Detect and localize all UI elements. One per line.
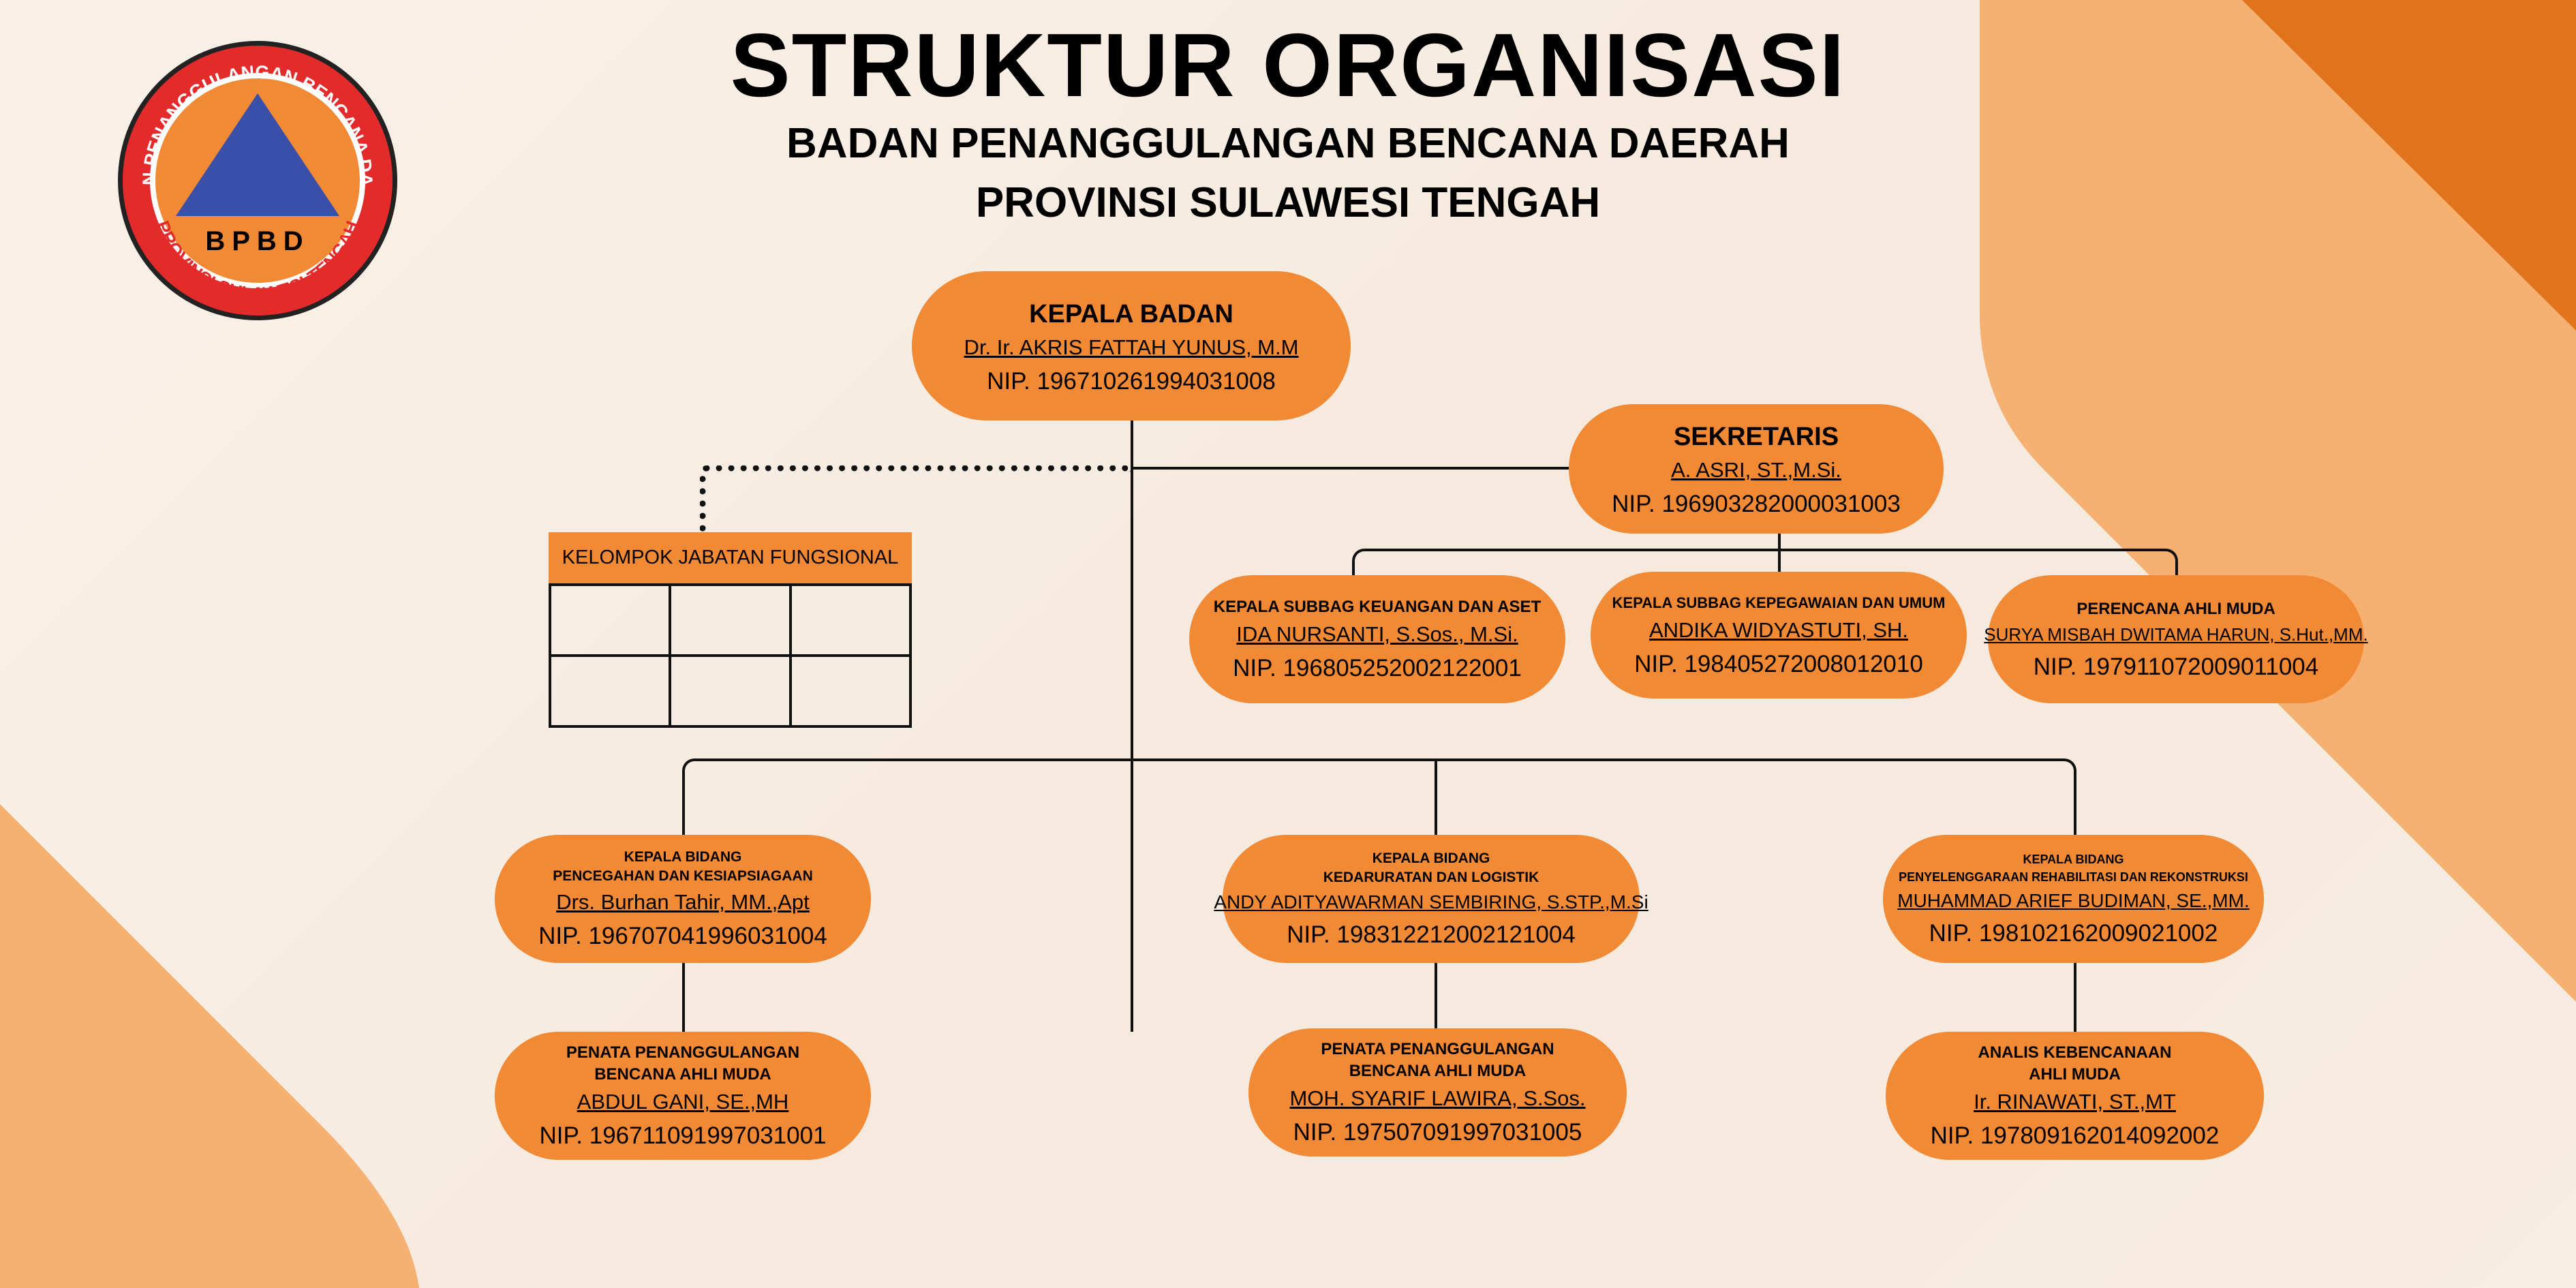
connector-main-vertical <box>1131 420 1133 1032</box>
node-name[interactable]: SURYA MISBAH DWITAMA HARUN, S.Hut.,MM. <box>1984 624 2368 645</box>
node-name[interactable]: A. ASRI, ST.,M.Si. <box>1671 458 1841 482</box>
grid-cell <box>669 583 792 657</box>
grid-cell <box>548 583 672 657</box>
node-label: PENATA PENANGGULANGAN <box>566 1043 800 1062</box>
grid-cell <box>788 583 913 657</box>
connector-to-sekretaris <box>1132 467 1569 470</box>
node-name[interactable]: Ir. RINAWATI, ST.,MT <box>1974 1090 2176 1114</box>
bidang-rehabilitasi-node: KEPALA BIDANG PENYELENGGARAAN REHABILITA… <box>1883 835 2264 963</box>
connector-staf-1 <box>682 963 685 1032</box>
connector-subbag <box>1352 549 2178 576</box>
bg-shape-top-right <box>1980 0 2576 1002</box>
node-nip: NIP. 196711091997031001 <box>539 1122 827 1149</box>
node-label-2: PENCEGAHAN DAN KESIAPSIAGAAN <box>553 868 813 884</box>
page-title: STRUKTUR ORGANISASI <box>730 15 1846 115</box>
connector-staf-2 <box>1435 963 1437 1028</box>
fungsional-grid <box>548 583 913 728</box>
node-label: KEPALA BIDANG <box>2023 853 2124 866</box>
bpbd-logo: BPBD BADAN PENANGGULANGAN BENCANA DAERAH… <box>114 37 397 320</box>
node-label: ANALIS KEBENCANAAN <box>1978 1043 2172 1062</box>
bidang-kedaruratan-node: KEPALA BIDANG KEDARURATAN DAN LOGISTIK A… <box>1214 835 1649 963</box>
node-nip: NIP. 197911072009011004 <box>2033 653 2319 680</box>
subbag-keuangan-node: KEPALA SUBBAG KEUANGAN DAN ASET IDA NURS… <box>1189 575 1565 703</box>
node-name[interactable]: ANDIKA WIDYASTUTI, SH. <box>1649 618 1909 642</box>
node-nip: NIP. 198312212002121004 <box>1287 921 1576 948</box>
node-nip: NIP. 196805252002122001 <box>1233 655 1522 681</box>
bidang-pencegahan-node: KEPALA BIDANG PENCEGAHAN DAN KESIAPSIAGA… <box>495 835 871 963</box>
node-label-2: AHLI MUDA <box>2029 1065 2121 1084</box>
node-nip: NIP. 197809162014092002 <box>1930 1122 2220 1149</box>
page-subtitle-agency: BADAN PENANGGULANGAN BENCANA DAERAH <box>786 120 1790 167</box>
sekretaris-node: SEKRETARIS A. ASRI, ST.,M.Si. NIP. 19690… <box>1569 404 1944 534</box>
connector-staf-3 <box>2074 963 2076 1032</box>
grid-cell <box>548 654 672 728</box>
node-nip: NIP. 198102162009021002 <box>1929 920 2218 947</box>
node-nip: NIP. 196710261994031008 <box>987 367 1276 395</box>
svg-text:BPBD: BPBD <box>205 226 309 256</box>
node-label: KEPALA SUBBAG KEPEGAWAIAN DAN UMUM <box>1612 594 1946 611</box>
bg-triangle-top-right <box>2242 0 2576 331</box>
connector-bidang <box>682 758 2076 836</box>
grid-cell <box>669 654 792 728</box>
node-label-2: BENCANA AHLI MUDA <box>1349 1062 1527 1080</box>
node-label: PENATA PENANGGULANGAN <box>1321 1040 1554 1058</box>
connector-fungsional-dotted <box>700 465 1132 532</box>
node-nip: NIP. 196707041996031004 <box>538 923 827 949</box>
staf-pencegahan-node: PENATA PENANGGULANGAN BENCANA AHLI MUDA … <box>495 1032 871 1160</box>
node-name[interactable]: IDA NURSANTI, S.Sos., M.Si. <box>1236 622 1518 646</box>
node-name[interactable]: Dr. Ir. AKRIS FATTAH YUNUS, M.M <box>964 335 1299 359</box>
node-name[interactable]: MUHAMMAD ARIEF BUDIMAN, SE.,MM. <box>1897 890 2250 911</box>
kepala-badan-node: KEPALA BADAN Dr. Ir. AKRIS FATTAH YUNUS,… <box>912 271 1351 420</box>
node-label: KEPALA SUBBAG KEUANGAN DAN ASET <box>1213 598 1542 616</box>
node-nip: NIP. 198405272008012010 <box>1634 651 1923 677</box>
node-label: KEPALA BIDANG <box>1372 850 1490 866</box>
node-label: KEPALA BADAN <box>1029 299 1233 328</box>
node-label-2: BENCANA AHLI MUDA <box>594 1065 771 1084</box>
grid-cell <box>788 654 913 728</box>
staf-kedaruratan-node: PENATA PENANGGULANGAN BENCANA AHLI MUDA … <box>1248 1028 1627 1156</box>
kelompok-jabatan-fungsional: KELOMPOK JABATAN FUNGSIONAL <box>548 532 913 728</box>
node-name[interactable]: ANDY ADITYAWARMAN SEMBIRING, S.STP.,M.Si <box>1214 891 1649 913</box>
connector-bidang-middle <box>1435 758 1437 835</box>
node-label: SEKRETARIS <box>1673 423 1839 451</box>
page-subtitle-province: PROVINSI SULAWESI TENGAH <box>975 179 1601 226</box>
node-nip: NIP. 197507091997031005 <box>1293 1119 1582 1146</box>
bg-shape-bottom-left <box>0 804 419 1288</box>
node-name[interactable]: ABDUL GANI, SE.,MH <box>577 1090 789 1114</box>
node-label-2: KEDARURATAN DAN LOGISTIK <box>1323 870 1539 885</box>
node-name[interactable]: MOH. SYARIF LAWIRA, S.Sos. <box>1289 1086 1586 1110</box>
fungsional-label: KELOMPOK JABATAN FUNGSIONAL <box>549 532 912 583</box>
subbag-kepegawaian-node: KEPALA SUBBAG KEPEGAWAIAN DAN UMUM ANDIK… <box>1591 572 1967 699</box>
staf-rehabilitasi-node: ANALIS KEBENCANAAN AHLI MUDA Ir. RINAWAT… <box>1886 1032 2264 1160</box>
node-name[interactable]: Drs. Burhan Tahir, MM.,Apt <box>556 890 810 914</box>
connector-subbag-middle <box>1778 534 1781 573</box>
perencana-node: PERENCANA AHLI MUDA SURYA MISBAH DWITAMA… <box>1984 575 2368 703</box>
node-label: PERENCANA AHLI MUDA <box>2076 599 2275 618</box>
node-label-2: PENYELENGGARAAN REHABILITASI DAN REKONST… <box>1899 870 2248 884</box>
node-nip: NIP. 196903282000031003 <box>1612 491 1901 517</box>
node-label: KEPALA BIDANG <box>624 849 742 865</box>
